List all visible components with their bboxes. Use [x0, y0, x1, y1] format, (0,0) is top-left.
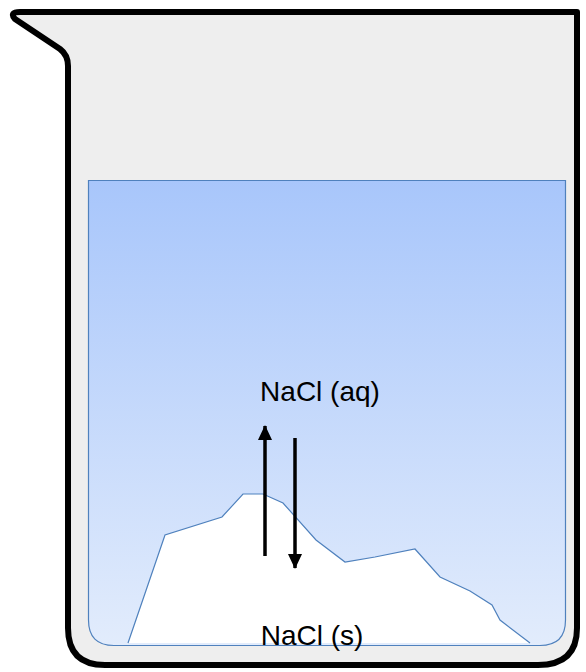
solid-pile: NaCl (s): [128, 494, 530, 660]
solution-region-shape: [88, 180, 566, 646]
solution-label: NaCl (aq): [81, 376, 559, 408]
solution-region-outline: [89, 181, 566, 646]
beaker-outline: [13, 12, 577, 665]
solution-region: NaCl (aq)NaCl (s): [88, 180, 566, 646]
solid-label: NaCl (s): [111, 620, 513, 652]
